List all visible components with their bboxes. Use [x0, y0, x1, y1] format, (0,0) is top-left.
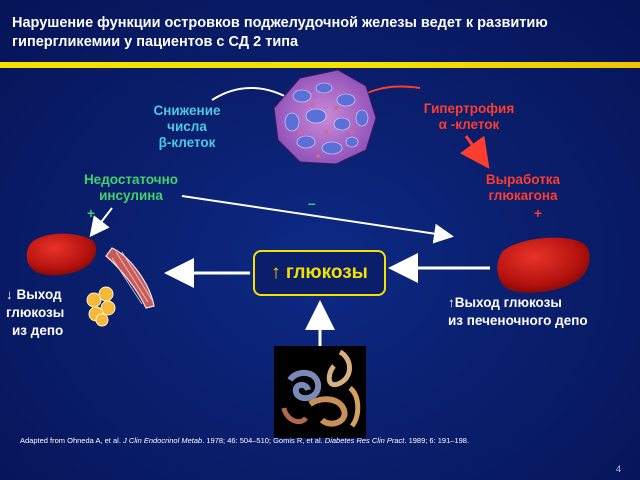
right-liver-image — [497, 237, 590, 293]
beta-label-line3: β-клеток — [158, 135, 216, 150]
insulin-label-line1: Недостаточно — [83, 172, 179, 187]
right-output-line2: из печеночного депо — [448, 313, 588, 328]
citation-part2: . 1978; 46: 504–510; Gomis R, et al. — [202, 436, 325, 445]
alpha-to-glucagon-arrow — [459, 135, 490, 169]
insulin-plus-sign: + — [87, 206, 95, 221]
citation-part3: . 1989; 6: 191–198. — [404, 436, 470, 445]
right-glucose-output-label: ↑Выход глюкозы из печеночного депо — [448, 294, 628, 330]
beta-cell-decrease-label: Снижение числа β-клеток — [142, 103, 232, 151]
insulin-deficit-label: Недостаточно инсулина — [72, 172, 190, 204]
citation-journal1: J Clin Endocrinol Metab — [122, 436, 203, 445]
title-underline — [0, 62, 640, 68]
insulin-to-liver-arrow — [89, 207, 113, 238]
intestine-image — [274, 346, 366, 438]
left-output-line2: глюкозы — [6, 305, 65, 320]
left-output-line3: из депо — [12, 323, 64, 338]
insulin-to-right-liver-arrow — [181, 195, 454, 244]
pancreatic-islet-image — [273, 69, 377, 165]
slide-title: Нарушение функции островков поджелудочно… — [12, 15, 548, 50]
beta-label-line1: Снижение — [153, 103, 221, 118]
glucagon-label-line2: глюкагона — [488, 188, 558, 203]
alpha-label-line1: Гипертрофия — [423, 101, 515, 116]
glucagon-label-line1: Выработка — [485, 172, 561, 187]
alpha-cell-hypertrophy-label: Гипертрофия α -клеток — [402, 101, 536, 133]
left-liver-image — [26, 233, 97, 276]
muscle-image — [105, 247, 155, 309]
fat-cells-image — [86, 286, 116, 327]
citation-journal2: Diabetes Res Clin Pract — [324, 436, 405, 445]
beta-label-line2: числа — [167, 119, 207, 134]
glucose-increase-box: ↑ глюкозы — [253, 250, 386, 296]
citation-footnote: Adapted from Ohneda A, et al. J Clin End… — [20, 436, 469, 445]
inhibition-minus-sign: – — [308, 196, 316, 211]
insulin-label-line2: инсулина — [99, 188, 163, 203]
page-number: 4 — [616, 464, 622, 474]
glucagon-output-label: Выработка глюкагона — [466, 172, 580, 204]
citation-part1: Adapted from Ohneda A, et al. — [20, 436, 123, 445]
right-output-line1: ↑Выход глюкозы — [448, 295, 562, 310]
beta-connector-line — [211, 87, 293, 101]
left-glucose-output-label: ↓ Выход глюкозы из депо — [6, 286, 82, 340]
glucagon-plus-sign: + — [534, 206, 542, 221]
alpha-label-line2: α -клеток — [438, 117, 500, 132]
left-output-line1: ↓ Выход — [6, 287, 62, 302]
